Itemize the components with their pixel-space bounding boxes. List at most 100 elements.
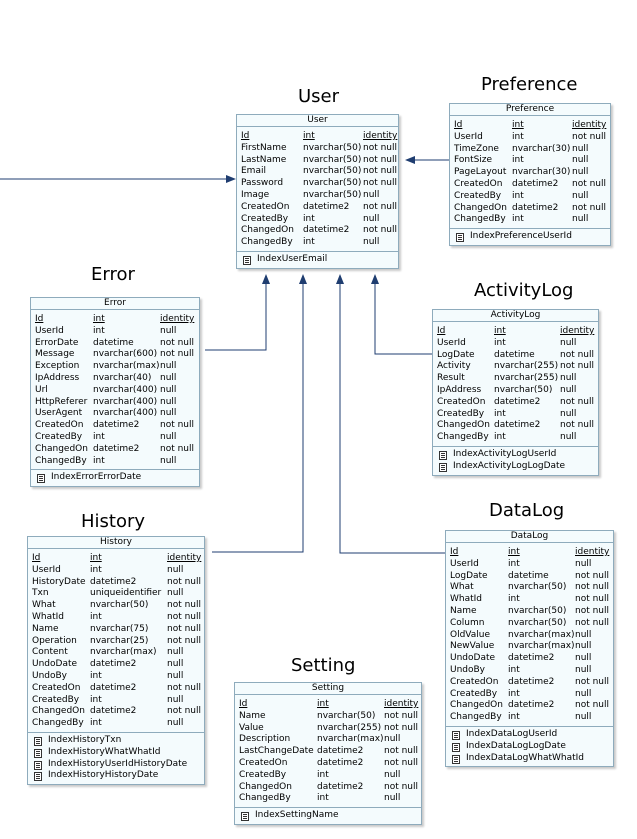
index-item: IndexHistoryUserIdHistoryDate (32, 759, 200, 771)
column-nullability: null (572, 190, 589, 201)
index-name: IndexActivityLogUserId (453, 448, 557, 459)
column-nullability: null (160, 396, 177, 407)
column-type: nvarchar(75) (90, 623, 149, 634)
column-type: datetime (494, 349, 535, 360)
column-type: datetime2 (494, 396, 541, 407)
column-type: nvarchar(30) (512, 167, 571, 178)
column-type: nvarchar(600) (93, 349, 158, 360)
column-type: int (494, 326, 506, 336)
column-name: Column (450, 617, 485, 628)
column-type: datetime2 (512, 202, 559, 213)
column-nullability: not null (160, 337, 195, 348)
column-nullability: null (160, 455, 177, 466)
column-name: ChangedBy (454, 214, 506, 225)
setting-title: Setting (291, 655, 356, 676)
column-name: CreatedBy (241, 213, 289, 224)
column-nullability: not null (160, 443, 195, 454)
column-nullability: identity (572, 120, 607, 130)
column-type: nvarchar(max) (90, 647, 157, 658)
column-type: datetime2 (494, 420, 541, 431)
index-name: IndexSettingName (255, 810, 339, 821)
column-name: UserId (437, 337, 466, 348)
column-name: ErrorDate (35, 337, 79, 348)
column-type: int (508, 664, 520, 675)
column-type: int (317, 793, 329, 804)
column-type: datetime2 (93, 420, 140, 431)
column-nullability: null (363, 237, 380, 248)
column-name: UserId (450, 558, 479, 569)
index-icon (452, 742, 460, 752)
index-icon (34, 772, 42, 782)
index-name: IndexPreferenceUserId (470, 231, 572, 242)
column-nullability: null (167, 659, 184, 670)
column-type: nvarchar(50) (508, 582, 567, 593)
column-name: UndoDate (450, 653, 496, 664)
column-nullability: null (575, 558, 592, 569)
column-nullability: not null (363, 166, 398, 177)
column-name: ChangedBy (32, 718, 84, 729)
column-type: int (512, 190, 524, 201)
index-item: IndexDataLogLogDate (450, 741, 609, 753)
column-nullability: not null (572, 202, 607, 213)
column-nullability: identity (363, 131, 398, 141)
column-name: UserId (454, 131, 483, 142)
column-type: nvarchar(30) (512, 143, 571, 154)
arrowhead-icon (299, 274, 307, 284)
column-row: UserId int null (450, 559, 609, 571)
column-nullability: not null (363, 201, 398, 212)
index-name: IndexErrorErrorDate (51, 472, 142, 483)
column-name: CreatedBy (35, 431, 83, 442)
index-name: IndexHistoryTxn (48, 734, 122, 745)
column-nullability: null (572, 155, 589, 166)
index-item: IndexPreferenceUserId (454, 231, 606, 243)
column-type: datetime2 (508, 700, 555, 711)
column-type: datetime (508, 570, 549, 581)
index-item: IndexHistoryHistoryDate (32, 770, 200, 782)
column-name: ChangedOn (239, 781, 292, 792)
column-name: CreatedBy (437, 408, 485, 419)
column-nullability: not null (575, 617, 610, 628)
column-name: CreatedOn (437, 396, 486, 407)
column-type: datetime2 (303, 225, 350, 236)
column-name: Id (450, 547, 459, 557)
column-nullability: null (160, 325, 177, 336)
column-name: LogDate (437, 349, 475, 360)
column-type: datetime2 (303, 201, 350, 212)
column-nullability: null (160, 384, 177, 395)
column-name: LastName (241, 154, 287, 165)
column-nullability: identity (560, 326, 595, 336)
column-name: IpAddress (35, 372, 80, 383)
column-name: ChangedOn (437, 420, 490, 431)
column-name: PageLayout (454, 167, 507, 178)
column-name: UndoDate (32, 659, 78, 670)
column-type: int (508, 558, 520, 569)
column-name: Activity (437, 361, 471, 372)
